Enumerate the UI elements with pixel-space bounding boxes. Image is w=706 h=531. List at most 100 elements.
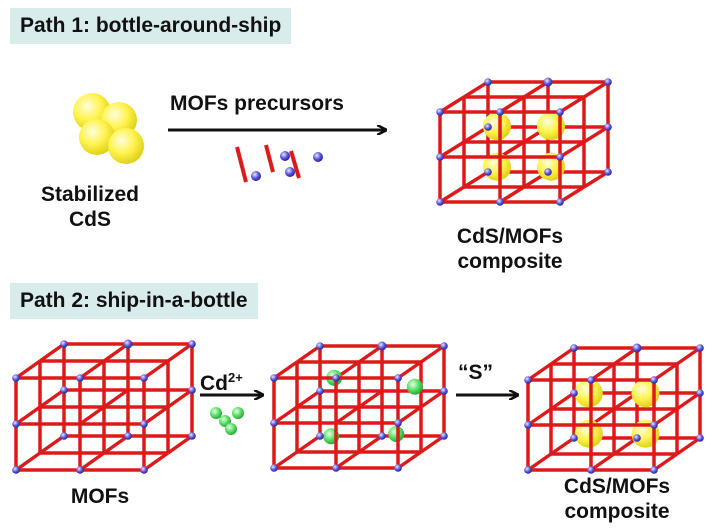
red-linker-icon	[499, 185, 525, 204]
stabilized-cds-label: Stabilized CdS	[25, 182, 155, 232]
blue-node-icon	[123, 339, 133, 349]
blue-node-icon	[632, 343, 642, 353]
composite-bottom-line2: composite	[564, 500, 670, 523]
blue-node-icon	[524, 421, 532, 429]
blue-node-icon	[270, 419, 278, 427]
blue-node-icon	[316, 342, 324, 350]
red-linker-icon	[38, 388, 66, 409]
cd-charge: 2+	[228, 370, 243, 385]
stabilized-cds-line2: CdS	[69, 208, 111, 231]
red-linker-icon	[550, 346, 575, 366]
red-linker-icon	[527, 407, 552, 427]
blue-node-icon	[140, 420, 148, 428]
blue-node-icon	[484, 78, 492, 86]
blue-node-icon	[650, 421, 658, 429]
mofs-precursors-label: MOFs precursors	[170, 92, 344, 115]
blue-node-icon	[650, 376, 658, 384]
red-linker-icon	[273, 360, 298, 380]
blue-node-icon	[60, 432, 68, 440]
framework-cd-loaded	[270, 341, 448, 472]
blue-node-icon	[76, 374, 84, 382]
blue-node-icon	[280, 151, 290, 161]
blue-node-icon	[604, 168, 612, 176]
composite-label-bottom: CdS/MOFs composite	[552, 474, 682, 524]
blue-node-icon	[124, 432, 132, 440]
red-linker-icon	[590, 362, 615, 382]
blue-node-icon	[377, 341, 387, 351]
mofs-precursors	[235, 144, 323, 183]
red-linker-icon	[166, 434, 194, 455]
green-sphere-icon	[225, 423, 237, 435]
red-linker-icon	[78, 405, 106, 426]
red-linker-icon	[296, 434, 321, 454]
blue-node-icon	[76, 466, 84, 474]
red-linker-icon	[583, 80, 609, 99]
red-linker-icon	[559, 185, 585, 204]
cd-ions	[210, 407, 244, 435]
red-linker-icon	[523, 80, 549, 99]
blue-node-icon	[570, 344, 578, 352]
red-linker-icon	[78, 451, 106, 472]
red-linker-icon	[550, 436, 575, 456]
blue-node-icon	[524, 466, 532, 474]
blue-node-icon	[496, 198, 504, 206]
red-linker-icon	[676, 436, 701, 456]
cd-ion-label: Cd2+	[200, 365, 280, 396]
red-linker-icon	[358, 434, 383, 454]
red-linker-icon	[142, 405, 170, 426]
red-linker-icon	[420, 434, 445, 454]
red-linker-icon	[653, 452, 678, 472]
blue-node-icon	[696, 434, 704, 442]
red-linker-icon	[78, 359, 106, 380]
red-linker-icon	[559, 140, 585, 159]
sulfur-label: “S”	[458, 361, 494, 384]
blue-node-icon	[251, 171, 261, 181]
red-linker-icon	[499, 95, 525, 114]
red-linker-icon	[289, 150, 301, 179]
red-linker-icon	[527, 452, 552, 472]
red-linker-icon	[273, 405, 298, 425]
blue-node-icon	[696, 389, 704, 397]
blue-node-icon	[570, 389, 578, 397]
blue-node-icon	[394, 419, 402, 427]
yellow-sphere-icon	[483, 112, 511, 141]
red-linker-icon	[653, 362, 678, 382]
red-linker-icon	[166, 342, 194, 363]
red-linker-icon	[439, 140, 465, 159]
blue-node-icon	[270, 464, 278, 472]
red-linker-icon	[613, 346, 638, 366]
red-linker-icon	[296, 344, 321, 364]
blue-node-icon	[313, 152, 323, 162]
blue-node-icon	[436, 198, 444, 206]
blue-node-icon	[633, 434, 641, 442]
red-linker-icon	[420, 389, 445, 409]
red-linker-icon	[358, 344, 383, 364]
composite-label-top: CdS/MOFs composite	[445, 224, 575, 274]
blue-node-icon	[188, 340, 196, 348]
red-linker-icon	[420, 344, 445, 364]
red-linker-icon	[358, 389, 383, 409]
red-linker-icon	[166, 388, 194, 409]
blue-node-icon	[484, 123, 492, 131]
blue-node-icon	[12, 374, 20, 382]
red-linker-icon	[397, 405, 422, 425]
blue-node-icon	[316, 387, 324, 395]
blue-node-icon	[394, 374, 402, 382]
blue-node-icon	[12, 420, 20, 428]
blue-node-icon	[188, 432, 196, 440]
blue-node-icon	[696, 344, 704, 352]
blue-node-icon	[543, 77, 553, 87]
path2-title: Path 2: ship-in-a-bottle	[10, 283, 258, 319]
yellow-sphere-icon	[108, 128, 144, 164]
blue-node-icon	[378, 432, 386, 440]
blue-node-icon	[650, 466, 658, 474]
blue-node-icon	[285, 167, 295, 177]
blue-node-icon	[440, 342, 448, 350]
red-linker-icon	[463, 170, 489, 189]
blue-node-icon	[440, 432, 448, 440]
red-linker-icon	[676, 346, 701, 366]
mofs-label: MOFs	[70, 485, 130, 508]
red-linker-icon	[273, 450, 298, 470]
red-linker-icon	[102, 434, 130, 455]
blue-node-icon	[60, 386, 68, 394]
